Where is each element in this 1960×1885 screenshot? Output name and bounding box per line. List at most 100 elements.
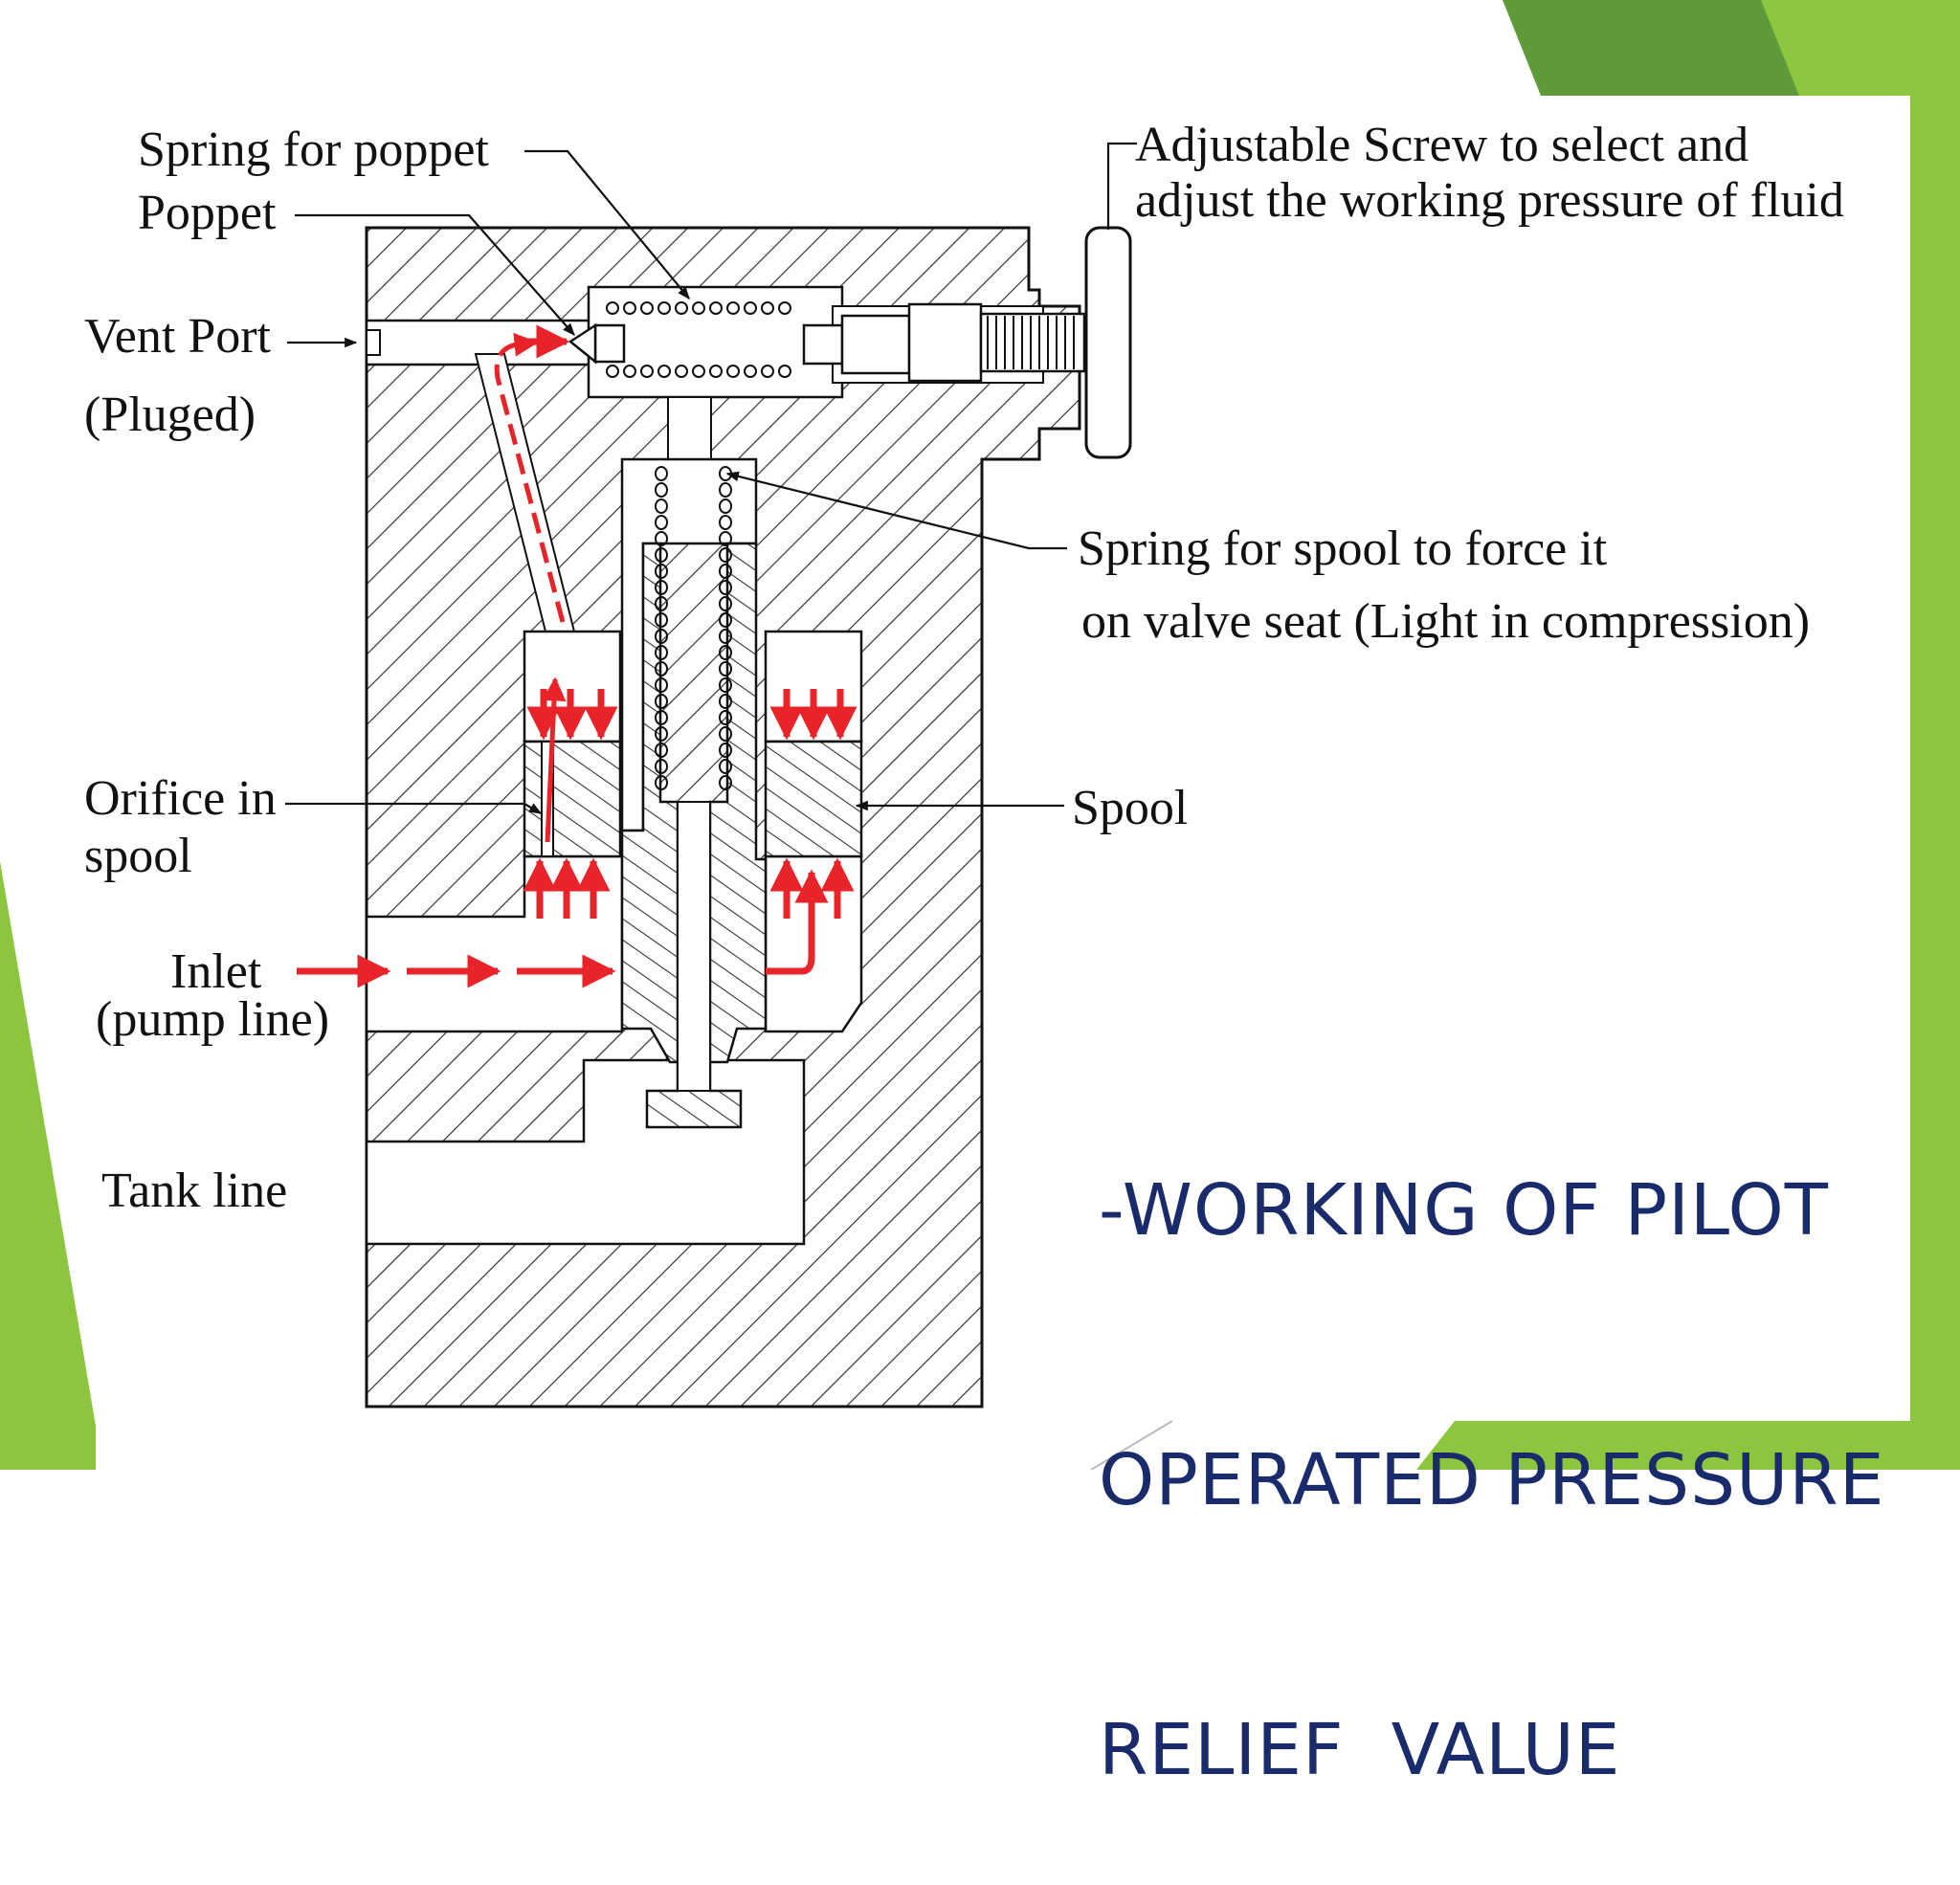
spring-coil (623, 365, 636, 378)
spring-coil (655, 515, 668, 530)
vent-plug (366, 329, 381, 356)
spring-coil (719, 629, 732, 644)
spool-spring (655, 466, 732, 790)
label-inlet-1: Inlet (170, 944, 262, 999)
flow-arrow-orifice (542, 676, 567, 843)
spring-coil (761, 365, 774, 378)
spring-coil (778, 301, 791, 315)
green-accent-bottom-right (1416, 1421, 1960, 1470)
spring-coil (719, 515, 732, 530)
spring-coil (655, 531, 668, 546)
spring-coil (655, 466, 668, 481)
spring-coil (719, 694, 732, 709)
leader-orifice (285, 802, 543, 814)
spring-coil (655, 629, 668, 644)
spring-coil (719, 499, 732, 514)
label-spool: Spool (1072, 781, 1189, 835)
spring-coil (719, 596, 732, 611)
spool-land-right (764, 740, 863, 858)
spring-coil (709, 301, 723, 315)
spring-coil (719, 726, 732, 742)
spring-coil (744, 365, 757, 378)
poppet (568, 322, 626, 365)
slide-canvas (0, 0, 1960, 1470)
label-orifice-2: spool (84, 829, 192, 883)
screw-guide (802, 323, 844, 366)
label-spring-for-spool-2: on valve seat (Light in compression) (1081, 594, 1811, 649)
spring-coil (640, 365, 654, 378)
spring-coil (655, 710, 668, 725)
spring-coil (655, 596, 668, 611)
label-orifice-1: Orifice in (84, 771, 277, 826)
slide-decoration (0, 0, 1960, 1470)
spring-coil (719, 759, 732, 774)
spring-coil (655, 580, 668, 595)
leader-adjustable-screw (1106, 142, 1137, 230)
label-poppet: Poppet (138, 186, 277, 240)
spring-coil (655, 775, 668, 790)
label-vent-port-note: (Pluged) (84, 388, 256, 442)
spring-coil (719, 612, 732, 628)
spring-coil (778, 365, 791, 378)
spring-coil (655, 564, 668, 579)
slide-title: -WORKING OF PILOT OPERATED PRESSURE RELI… (1099, 986, 1884, 1885)
spring-coil (657, 301, 671, 315)
spring-coil (655, 645, 668, 660)
screw-nut (907, 302, 983, 383)
flow-arrow-outlet (766, 869, 829, 975)
label-adjustable-screw-2: adjust the working pressure of fluid (1135, 173, 1844, 228)
green-accent-left (0, 861, 96, 1470)
spring-coil (606, 365, 619, 378)
label-spring-for-spool-1: Spring for spool to force it (1078, 521, 1608, 576)
spring-coil (726, 365, 740, 378)
spring-coil (655, 547, 668, 563)
spring-coil (709, 365, 723, 378)
spring-coil (655, 759, 668, 774)
adjustable-screw (802, 226, 1132, 459)
spring-coil (623, 301, 636, 315)
lock-nut (840, 314, 911, 375)
accent-thin-line (1090, 1420, 1173, 1470)
flow-arrows (297, 324, 858, 988)
screw-thread (979, 312, 1086, 373)
poppet-head (568, 322, 597, 365)
label-inlet-2: (pump line) (96, 992, 330, 1047)
spring-coil (657, 365, 671, 378)
spring-coil (719, 580, 732, 595)
poppet-spring (606, 301, 791, 378)
spring-coil (719, 677, 732, 693)
label-adjustable-screw-1: Adjustable Screw to select and (1135, 118, 1749, 172)
spring-coil (719, 775, 732, 790)
flow-arrow-pilot (494, 332, 566, 623)
green-accent-right (1761, 0, 1960, 1470)
spool-land-left (523, 740, 622, 858)
spring-coil (719, 743, 732, 758)
spring-coil (719, 482, 732, 498)
leader-spring-poppet (524, 149, 690, 300)
slide-title-line-3: RELIEF VALUE (1099, 1709, 1621, 1791)
leader-lines (285, 142, 1137, 814)
spring-coil (655, 661, 668, 676)
spring-coil (719, 645, 732, 660)
spring-coil (719, 710, 732, 725)
spring-coil (744, 301, 757, 315)
spring-coil (640, 301, 654, 315)
leader-spring-spool (725, 471, 1067, 550)
slide-title-line-2: OPERATED PRESSURE (1099, 1439, 1885, 1521)
poppet-seat (593, 323, 626, 364)
label-tank-line: Tank line (101, 1164, 288, 1218)
spring-coil (761, 301, 774, 315)
label-spring-for-poppet: Spring for poppet (138, 122, 489, 177)
leader-poppet (295, 213, 575, 336)
spring-coil (655, 694, 668, 709)
spring-coil (692, 365, 705, 378)
handwheel (1084, 226, 1132, 459)
spring-coil (655, 612, 668, 628)
spring-coil (719, 564, 732, 579)
spring-coil (675, 365, 688, 378)
spring-coil (655, 499, 668, 514)
spring-coil (606, 301, 619, 315)
spring-coil (675, 301, 688, 315)
spring-coil (726, 301, 740, 315)
label-vent-port: Vent Port (84, 309, 271, 364)
